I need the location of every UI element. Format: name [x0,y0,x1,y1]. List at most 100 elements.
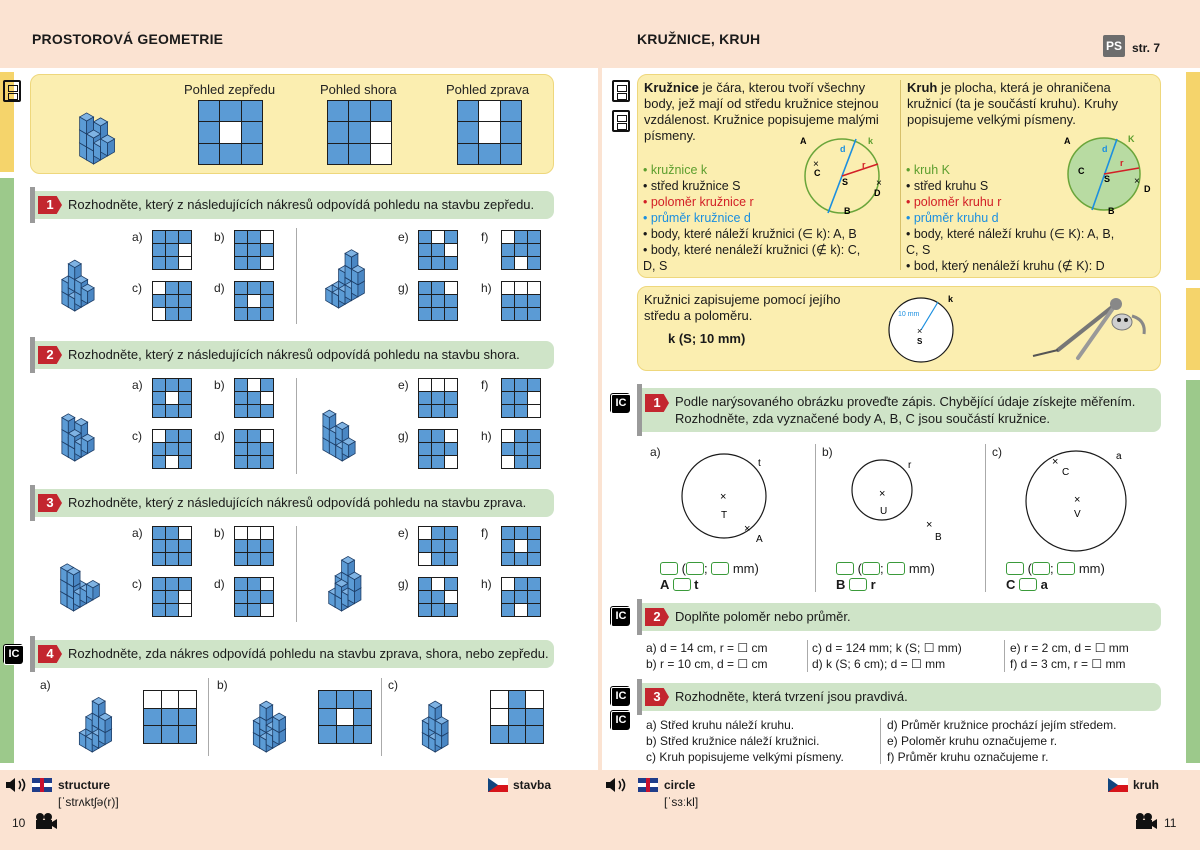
ex1-option-label: d) [214,281,225,295]
ex3-option-label: h) [481,577,492,591]
ex3-option-grid[interactable] [501,526,541,566]
film-icon-right-2 [612,110,630,132]
notation-example: k (S; 10 mm) [668,331,746,346]
ex2-option-grid[interactable] [152,378,192,418]
svg-text:×: × [720,491,726,503]
ex2-option-label: b) [214,378,225,392]
film-icon-right-1 [612,80,630,102]
kruh-figure: S d r K A C B D × [1064,134,1151,216]
ex2-option-grid[interactable] [234,378,274,418]
uk-flag-icon [32,778,52,792]
svg-text:t: t [758,458,761,469]
ex2-option-grid[interactable] [501,378,541,418]
svg-text:×: × [1052,456,1058,468]
page-number-left: 10 [12,816,26,830]
ex1-part-b-label: b) [822,445,833,459]
ex2-option-label: g) [398,429,409,443]
ex3-option-grid[interactable] [152,577,192,617]
ex1-b-notation: (; mm) [836,561,935,577]
svg-text:r: r [1120,158,1124,168]
compass-illustration [1032,298,1146,360]
ic-icon-right-3 [610,686,631,707]
right-page-title: KRUŽNICE, KRUH [637,31,761,47]
right-exercise-1-bar: 1 Podle narýsovaného obrázku proveďte zá… [637,384,1161,436]
svg-text:×: × [917,326,922,336]
ex1-option-grid[interactable] [418,281,458,321]
svg-text:×: × [879,488,885,500]
ex1-option-grid[interactable] [234,230,274,270]
ex1-part-c-label: c) [992,445,1002,459]
svg-text:U: U [880,506,887,517]
svg-text:r: r [862,160,866,170]
kruznice-definition: Kružnice je čára, kterou tvoří všechny b… [644,80,879,143]
ex1-b-answer: B r [836,577,876,592]
ex3-option-grid[interactable] [418,526,458,566]
ex1-part-a-label: a) [650,445,661,459]
camera-icon-right [1136,813,1157,829]
notation-text-1: Kružnici zapisujeme pomocí jejího [644,292,841,307]
ex1-option-label: f) [481,230,489,244]
notation-figure: × S 10 mm k [888,294,954,363]
ex1-option-grid[interactable] [501,281,541,321]
ex2-item-a: a) d = 14 cm, r = ☐ cm [646,641,768,655]
ex2-option-grid[interactable] [418,429,458,469]
ex1-option-label: g) [398,281,409,295]
ex2-option-grid[interactable] [234,429,274,469]
ex1-option-grid[interactable] [418,230,458,270]
ex2-option-grid[interactable] [152,429,192,469]
svg-text:D: D [874,188,881,198]
svg-text:×: × [1074,494,1080,506]
svg-text:B: B [1108,206,1115,216]
ex2-item-e: e) r = 2 cm, d = ☐ mm [1010,641,1129,655]
svg-text:10 mm: 10 mm [898,311,920,318]
building-ex4-a [78,696,113,753]
speaker-icon-right[interactable] [604,776,630,794]
cz-flag-icon [488,778,508,792]
building-ex1-left [61,259,95,312]
ex3-option-grid[interactable] [234,526,274,566]
vocab-cz-left: stavba [513,778,552,792]
speaker-icon[interactable] [4,776,30,794]
ex1-option-grid[interactable] [152,281,192,321]
ex4-option-c: c) [388,678,398,692]
ex2-option-label: f) [481,378,489,392]
ic-icon-right-4 [610,710,631,731]
svg-text:T: T [721,510,727,521]
ex2-option-grid[interactable] [418,378,458,418]
ex1-a-notation: (; mm) [660,561,759,577]
ex3-option-grid[interactable] [501,577,541,617]
ex2-item-b: b) r = 10 cm, d = ☐ cm [646,657,768,671]
ex2-option-grid[interactable] [501,429,541,469]
svg-text:d: d [1102,144,1108,154]
ex1-option-grid[interactable] [501,230,541,270]
kruznice-figure: S d r k A C B D × × [800,136,882,216]
ex2-item-c: c) d = 124 mm; k (S; ☐ mm) [812,641,962,655]
top-view-grid [327,100,392,165]
ex3-item-e: e) Poloměr kruhu označujeme r. [887,734,1058,748]
ex1-option-grid[interactable] [234,281,274,321]
ex3-item-d: d) Průměr kružnice prochází jejím střede… [887,718,1117,732]
ex1-option-grid[interactable] [152,230,192,270]
ex2-item-d: d) k (S; 6 cm); d = ☐ mm [812,657,946,671]
ex1-option-label: b) [214,230,225,244]
ex3-option-grid[interactable] [418,577,458,617]
ex3-option-grid[interactable] [234,577,274,617]
ex4-grid-a [143,690,197,744]
ex3-item-c: c) Kruh popisujeme velkými písmeny. [646,750,844,764]
uk-flag-icon-right [638,778,658,792]
building-ex4-c [421,700,449,753]
ex1-a-answer: A t [660,577,699,592]
ex1-circle-t: × T t × A [681,453,767,545]
ex1-c-answer: C a [1006,577,1048,592]
vocab-word-left: structure [58,778,111,792]
ex2-option-label: h) [481,429,492,443]
ic-icon [3,644,24,665]
ex3-option-label: a) [132,526,143,540]
svg-text:V: V [1074,509,1081,520]
ex3-option-grid[interactable] [152,526,192,566]
